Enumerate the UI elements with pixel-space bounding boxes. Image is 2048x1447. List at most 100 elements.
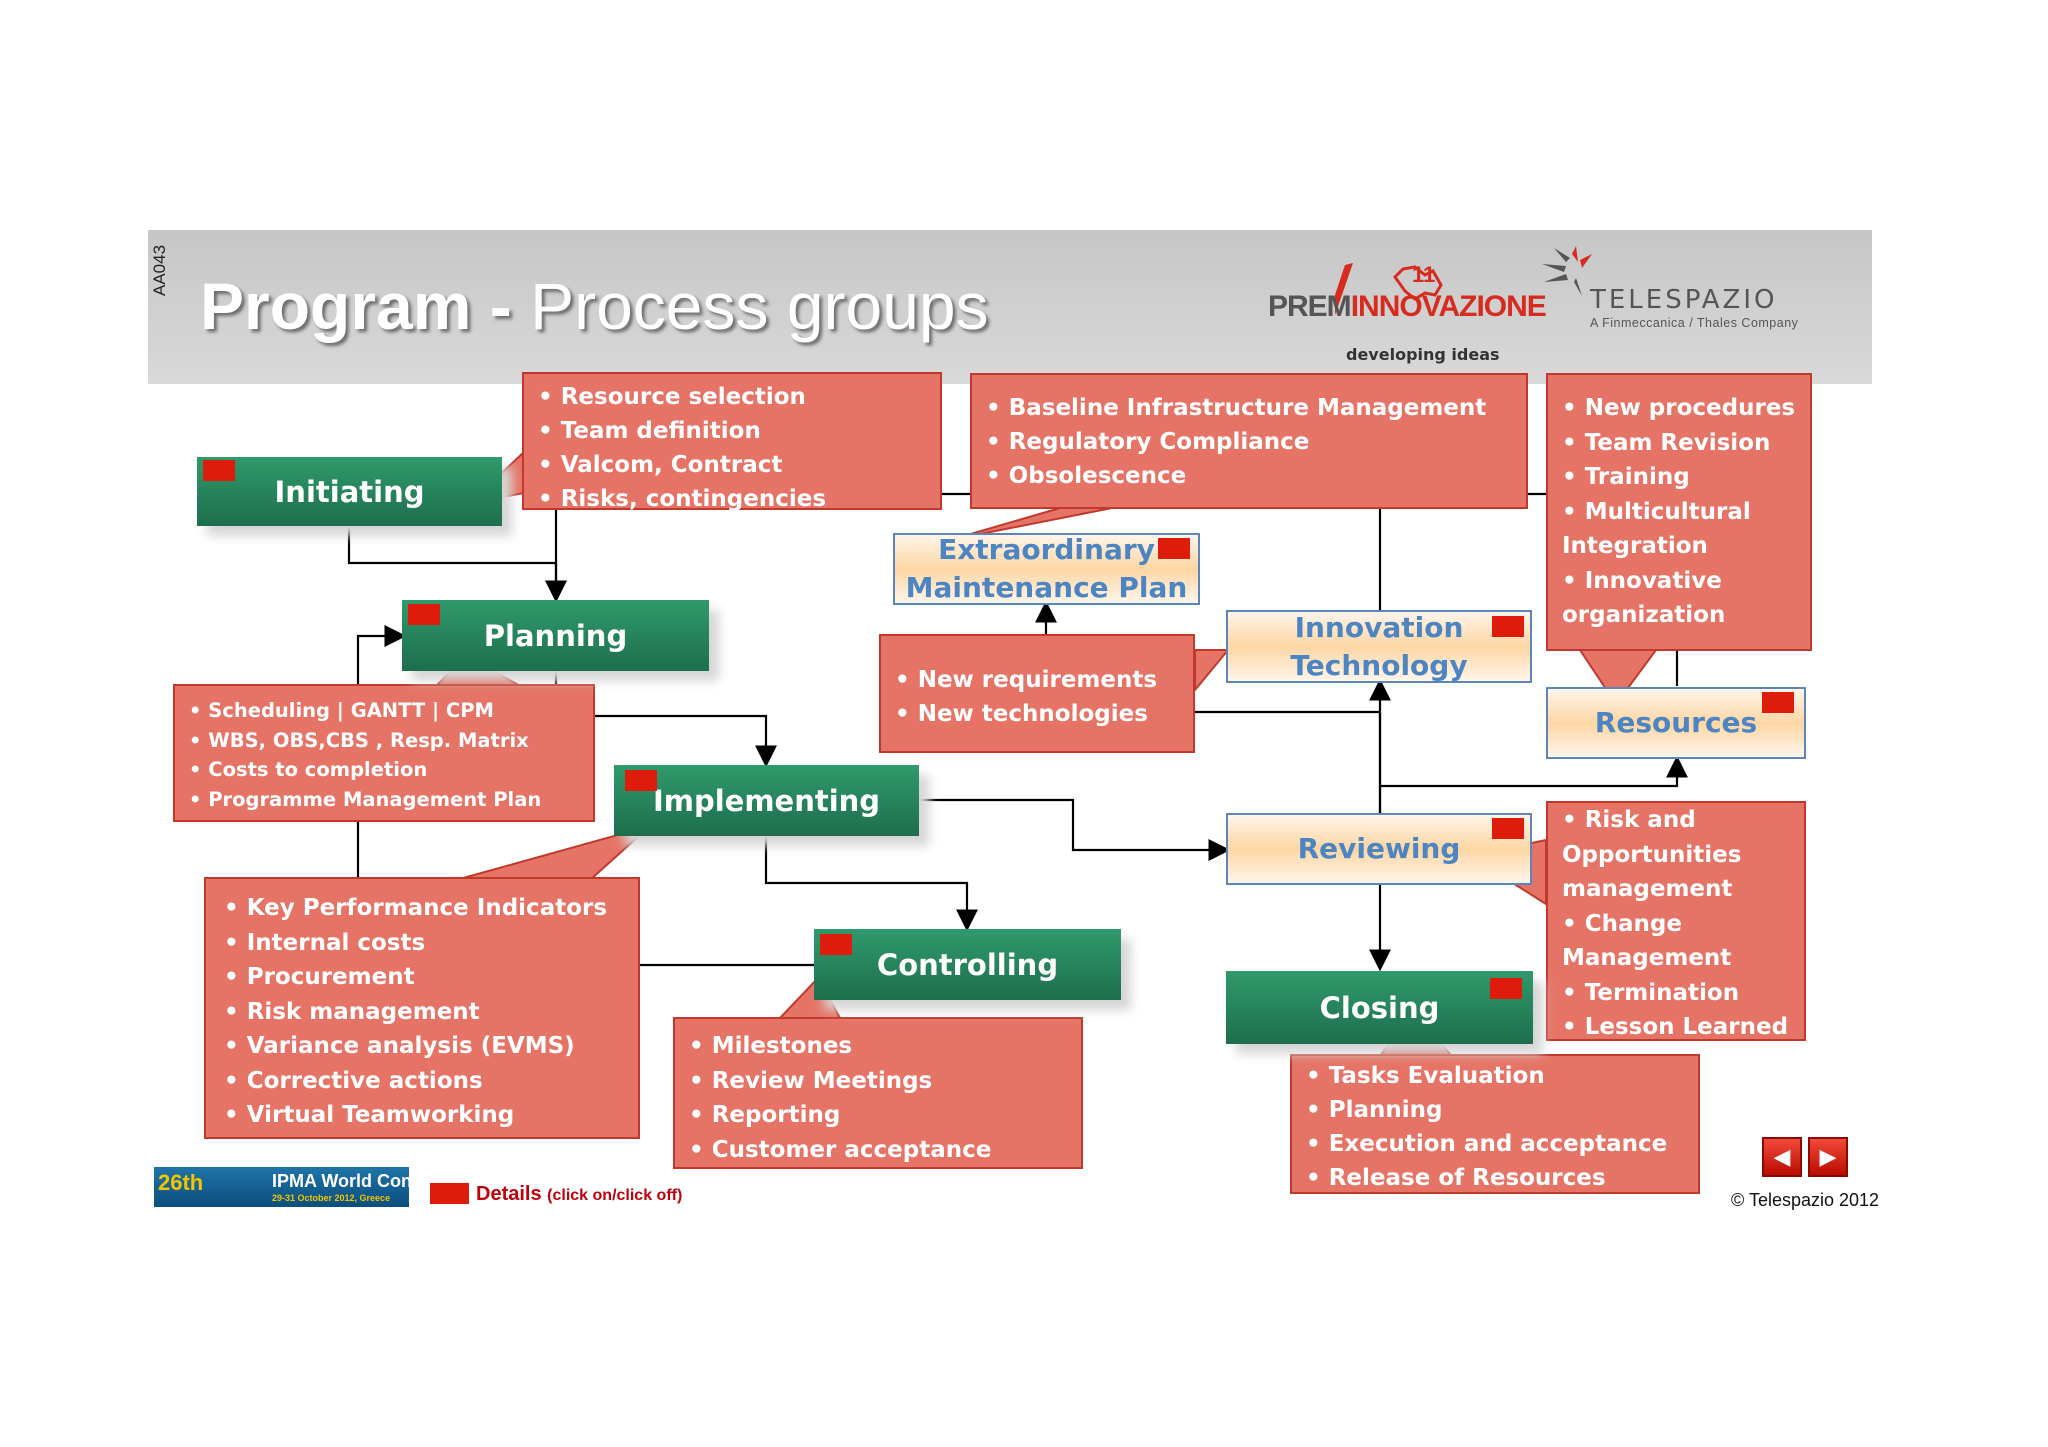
details-hint: (click on/click off) (547, 1187, 683, 1204)
innovation-technology-box[interactable]: Innovation Technology (1226, 610, 1532, 683)
title-bold: Program - (200, 269, 512, 343)
previous-slide-button[interactable]: ◀ (1762, 1137, 1802, 1177)
resources-box[interactable]: Resources (1546, 687, 1806, 759)
page-title: Program - Process groups (200, 268, 989, 344)
closing-callout: • Tasks Evaluation • Planning • Executio… (1290, 1054, 1700, 1194)
arrow-left-icon: ◀ (1773, 1144, 1791, 1170)
controlling-callout: • Milestones • Review Meetings • Reporti… (673, 1017, 1083, 1169)
list-item: • New technologies (895, 701, 1148, 727)
premio-tagline: developing ideas (1346, 345, 1500, 364)
list-item: management (1562, 876, 1733, 902)
controlling-label: Controlling (876, 947, 1059, 982)
ipma-congress-badge: 26th IPMA World Congress 29-31 October 2… (154, 1167, 460, 1207)
premio-innovazione-logo (1335, 263, 1443, 315)
resources-label: Resources (1594, 706, 1758, 739)
implementing-callout: • Key Performance Indicators • Internal … (204, 877, 640, 1139)
list-item: • Risks, contingencies (538, 486, 827, 512)
reviewing-details-flag[interactable] (1492, 818, 1524, 839)
extraordinary-line1: Extraordinary (938, 533, 1155, 566)
list-item: • Customer acceptance (689, 1136, 992, 1163)
list-item: • Termination (1562, 979, 1740, 1006)
list-item: • Change (1562, 910, 1682, 937)
reviewing-box[interactable]: Reviewing (1226, 813, 1532, 885)
planning-details-flag[interactable] (408, 604, 440, 625)
list-item: • Innovative (1562, 567, 1722, 594)
list-item: • Release of Resources (1306, 1165, 1606, 1191)
list-item: • Valcom, Contract (538, 452, 783, 478)
premio-prem: PREM (1268, 290, 1352, 323)
premio-wordmark: PREMINNOVAZIONE (1268, 290, 1547, 324)
list-item: • Reporting (689, 1102, 841, 1128)
list-item: Management (1562, 945, 1732, 971)
list-item: • Corrective actions (224, 1067, 483, 1094)
list-item: Opportunities (1562, 841, 1742, 868)
initiating-details-flag[interactable] (203, 460, 235, 481)
reviewing-label: Reviewing (1297, 832, 1461, 865)
closing-label: Closing (1319, 990, 1440, 1025)
list-item: • New requirements (895, 667, 1158, 693)
resources-details-flag[interactable] (1762, 692, 1794, 713)
list-item: • Lesson Learned (1562, 1014, 1789, 1040)
list-item: • Virtual Teamworking (224, 1102, 515, 1128)
list-item: organization (1562, 602, 1726, 628)
ipma-date: 29-31 October 2012, Greece (272, 1193, 391, 1203)
copyright: © Telespazio 2012 (1731, 1190, 1880, 1210)
closing-details-flag[interactable] (1490, 978, 1522, 999)
innovation-details-flag[interactable] (1492, 616, 1524, 637)
list-item: • Procurement (224, 964, 415, 990)
closing-box[interactable]: Closing (1226, 971, 1533, 1044)
details-flag[interactable] (430, 1183, 469, 1204)
innovation-line2: Technology (1290, 648, 1468, 682)
initiating-box[interactable]: Initiating (197, 457, 502, 526)
details-label: Details (476, 1183, 542, 1205)
arrow-right-icon: ▶ (1819, 1144, 1837, 1170)
list-item: • Internal costs (224, 929, 426, 956)
header-band (148, 230, 1872, 384)
reviewing-callout: • Risk and Opportunities management • Ch… (1546, 801, 1806, 1041)
initiating-label: Initiating (274, 474, 425, 509)
list-item: • Team Revision (1562, 429, 1771, 456)
list-item: • Planning (1306, 1097, 1443, 1123)
premio-badge: 11 (1412, 262, 1436, 287)
controlling-box[interactable]: Controlling (814, 929, 1121, 1000)
list-item: • Regulatory Compliance (986, 429, 1310, 455)
list-item: • Variance analysis (EVMS) (224, 1033, 575, 1059)
telespazio-name: TELESPAZIO (1590, 285, 1778, 315)
telespazio-swirl-icon (1542, 246, 1592, 296)
list-item: • Key Performance Indicators (224, 895, 608, 921)
list-item: • Obsolescence (986, 463, 1187, 489)
list-item: • Scheduling | GANTT | CPM (189, 699, 494, 722)
extraordinary-maintenance-box[interactable]: Extraordinary Maintenance Plan (893, 533, 1200, 605)
ipma-title: IPMA World Congress (272, 1171, 461, 1191)
list-item: • Risk management (224, 998, 480, 1025)
list-item: • Execution and acceptance (1306, 1131, 1668, 1157)
telespazio-tagline: A Finmeccanica / Thales Company (1590, 316, 1799, 330)
next-slide-button[interactable]: ▶ (1808, 1137, 1848, 1177)
list-item: • Programme Management Plan (189, 787, 542, 811)
planning-callout: • Scheduling | GANTT | CPM • WBS, OBS,CB… (173, 684, 595, 822)
planning-box[interactable]: Planning (402, 600, 709, 671)
implementing-label: Implementing (652, 783, 881, 818)
implementing-details-flag[interactable] (625, 770, 657, 791)
initiating-callout: • Resource selection • Team definition •… (522, 372, 942, 512)
requirements-callout: • New requirements • New technologies (879, 634, 1195, 753)
controlling-details-flag[interactable] (820, 934, 852, 955)
list-item: Integration (1562, 533, 1708, 559)
maintenance-callout: • Baseline Infrastructure Management • R… (970, 373, 1528, 509)
resources-callout: • New procedures • Team Revision • Train… (1546, 373, 1812, 651)
list-item: • Multicultural (1562, 498, 1751, 525)
list-item: • Baseline Infrastructure Management (986, 395, 1487, 421)
list-item: • Training (1562, 464, 1690, 490)
list-item: • Review Meetings (689, 1067, 933, 1094)
extraordinary-line2: Maintenance Plan (905, 571, 1188, 604)
list-item: • Team definition (538, 418, 761, 444)
ipma-number: 26th (158, 1170, 204, 1195)
innovation-line1: Innovation (1294, 610, 1464, 644)
list-item: • Milestones (689, 1033, 853, 1059)
implementing-box[interactable]: Implementing (614, 765, 919, 836)
details-toggle[interactable]: Details (click on/click off) (476, 1183, 682, 1206)
list-item: • Risk and (1562, 807, 1696, 833)
extraordinary-details-flag[interactable] (1158, 538, 1190, 559)
list-item: • Costs to completion (189, 758, 428, 781)
